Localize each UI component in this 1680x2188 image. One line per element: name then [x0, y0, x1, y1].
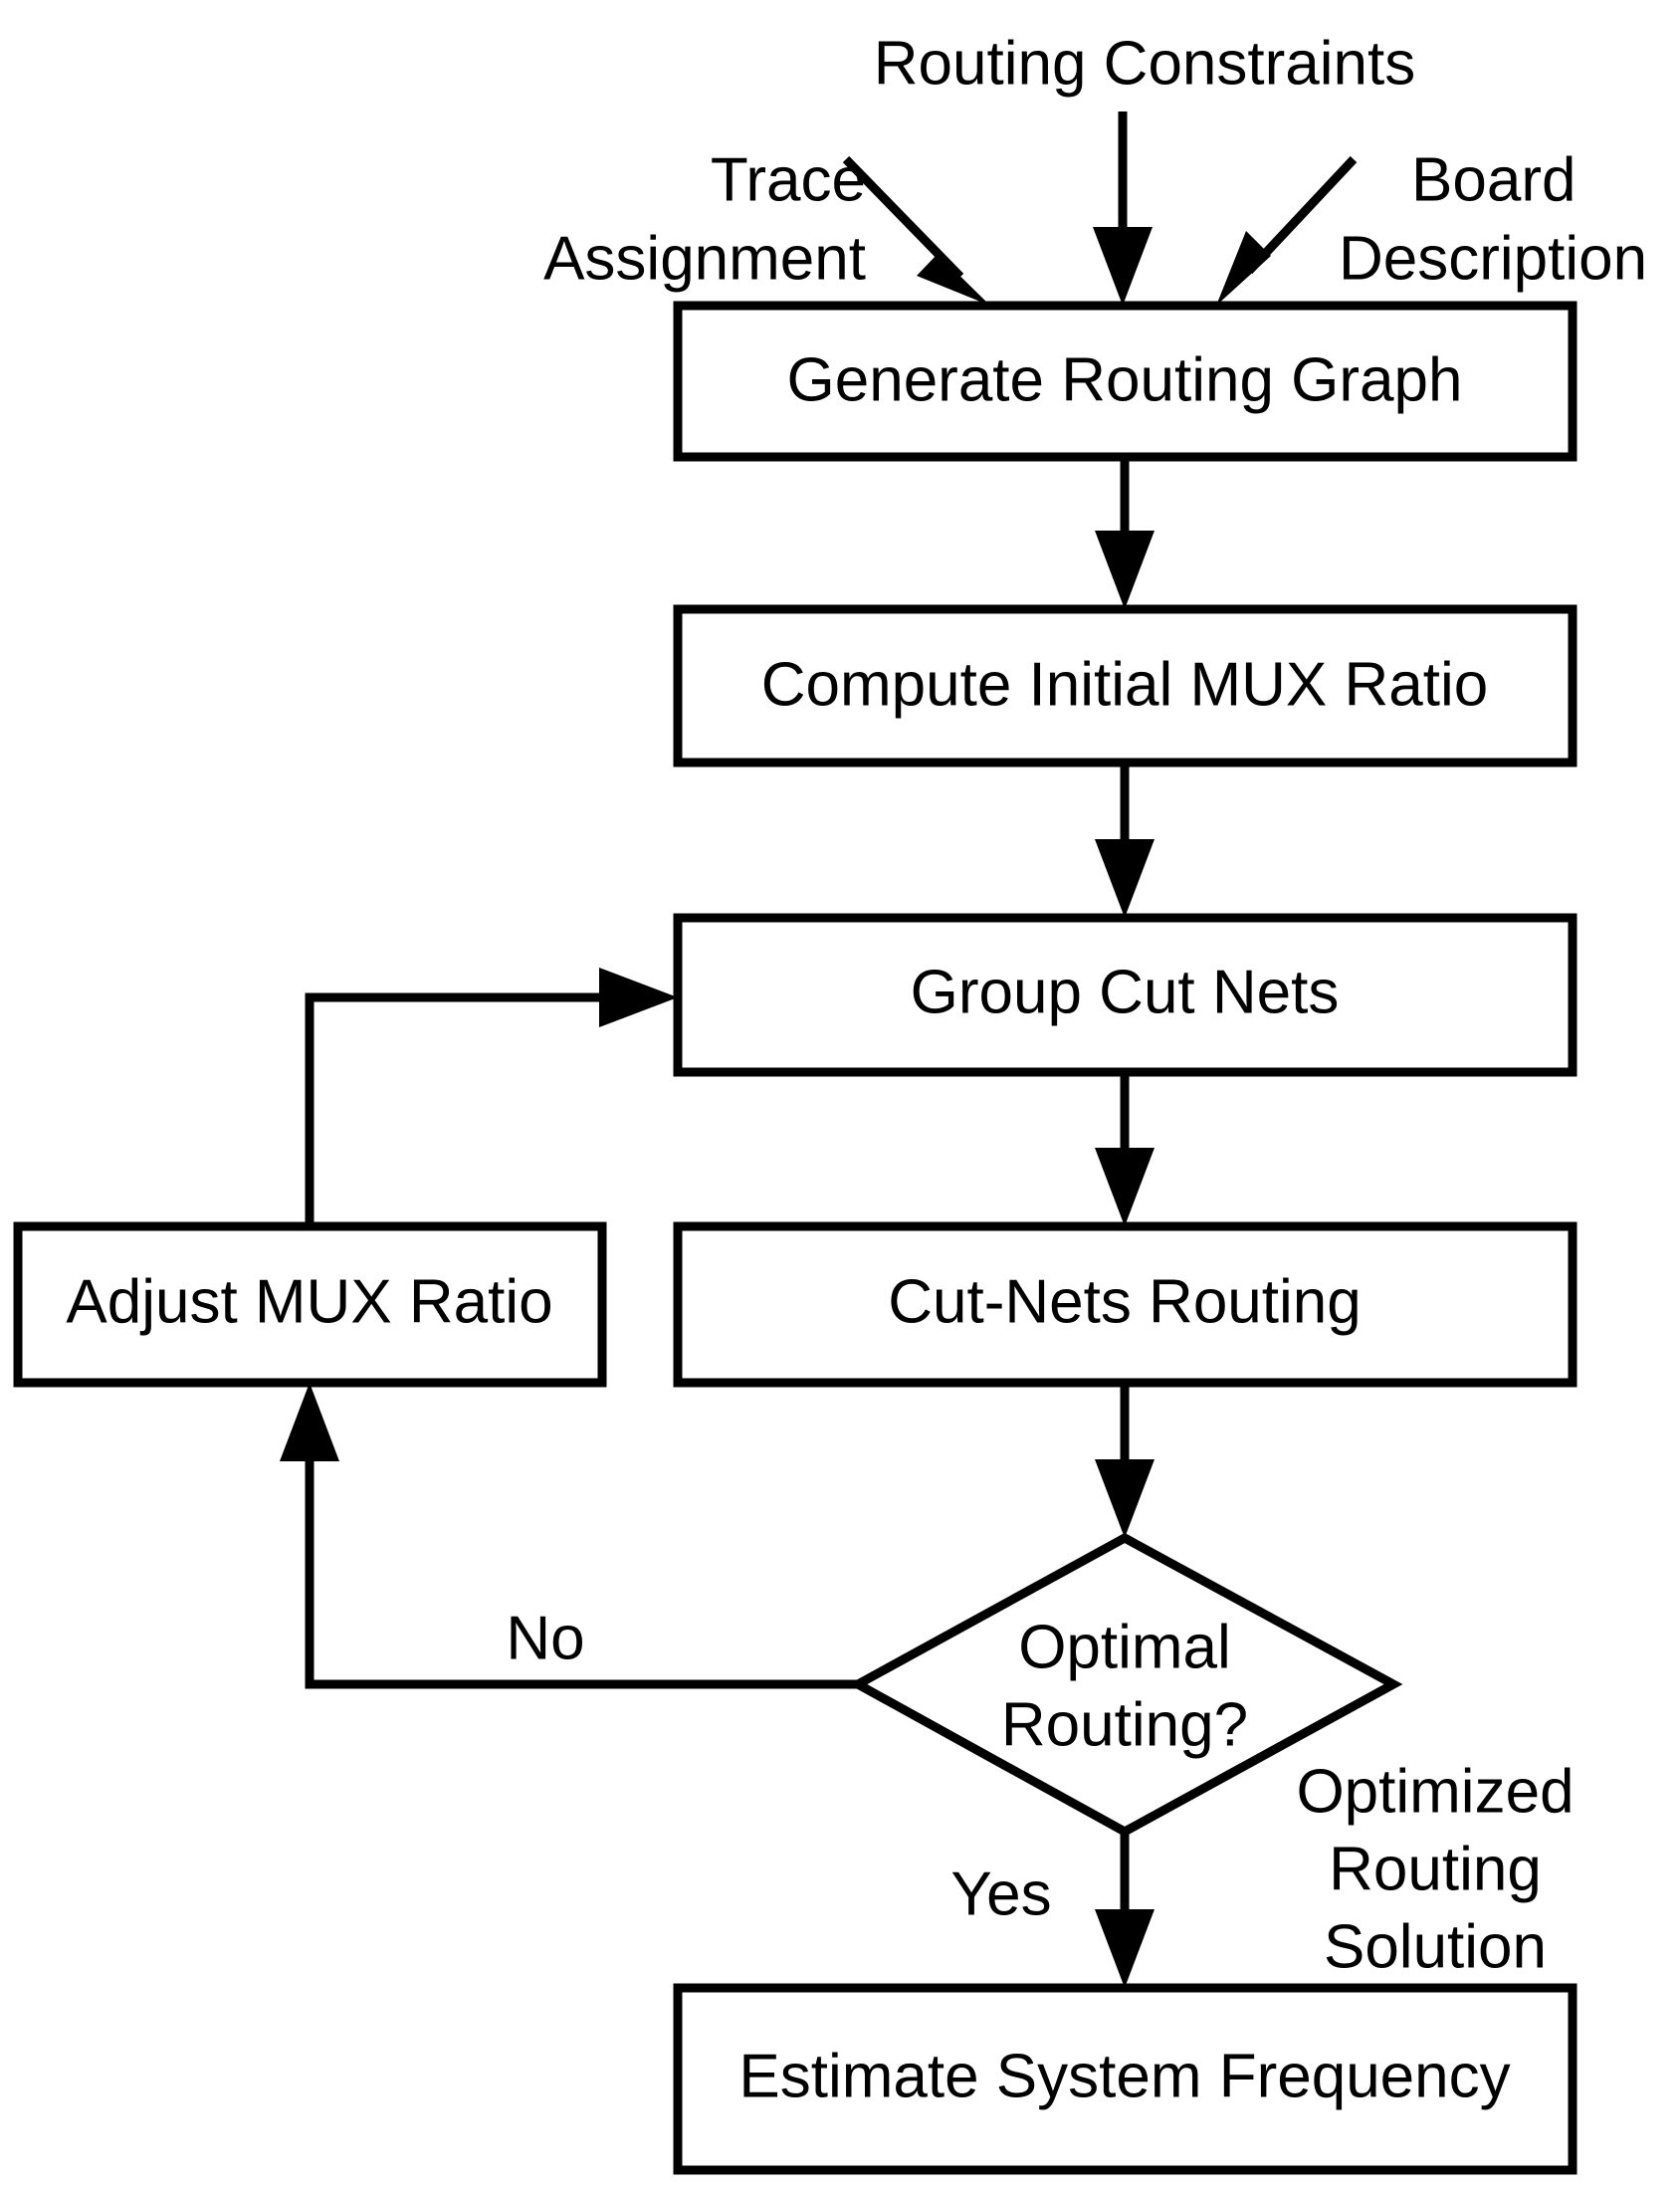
arrow-generate-to-compute	[1095, 457, 1155, 609]
cut-nets-routing-box[interactable]	[673, 1221, 1577, 1388]
arrow-cutnets-to-decision	[1095, 1383, 1155, 1538]
trace-assignment-line2: Assignment	[543, 224, 866, 293]
adjust-mux-ratio-label: Adjust MUX Ratio	[66, 1267, 552, 1336]
arrow-routing-constraints-to-generate	[1093, 111, 1153, 306]
group-cut-nets-label: Group Cut Nets	[911, 958, 1340, 1026]
trace-assignment-line1: Trace	[711, 145, 866, 214]
edge-no-branch	[280, 1383, 858, 1689]
routing-constraints-line1: Routing Constraints	[874, 29, 1416, 98]
branch-label-no: No	[506, 1604, 584, 1672]
optimized-routing-solution-line3: Solution	[1324, 1912, 1547, 1981]
generate-routing-graph-label: Generate Routing Graph	[787, 345, 1463, 414]
arrow-compute-to-group	[1095, 763, 1155, 918]
board-description-line1: Board	[1411, 145, 1575, 214]
node-adjust-mux-ratio[interactable]: Adjust MUX Ratio	[13, 1221, 607, 1388]
arrow-board-description-to-generate	[1216, 155, 1358, 306]
optimal-routing-label-line2: Routing?	[1001, 1690, 1248, 1759]
optimized-routing-solution-line2: Routing	[1329, 1835, 1542, 1903]
optimized-routing-solution-line1: Optimized	[1296, 1757, 1574, 1826]
arrow-trace-assignment-to-generate	[842, 155, 990, 306]
input-routing-constraints: Routing Constraints	[874, 29, 1416, 98]
arrow-adjust-to-group	[305, 968, 678, 1226]
node-estimate-system-frequency[interactable]: Estimate System Frequency	[673, 1983, 1577, 2175]
estimate-system-frequency-label: Estimate System Frequency	[738, 2042, 1510, 2110]
arrow-group-to-cutnets	[1095, 1072, 1155, 1226]
output-optimized-routing-solution: Optimized Routing Solution	[1296, 1757, 1574, 1981]
generate-routing-graph-box[interactable]	[673, 301, 1577, 462]
compute-initial-mux-ratio-label: Compute Initial MUX Ratio	[761, 650, 1489, 719]
node-group-cut-nets[interactable]: Group Cut Nets	[673, 913, 1577, 1077]
optimal-routing-label-line1: Optimal	[1018, 1613, 1231, 1681]
input-board-description: Board Description	[1339, 145, 1647, 293]
board-description-line2: Description	[1339, 224, 1647, 293]
estimate-system-frequency-box[interactable]	[673, 1983, 1577, 2175]
group-cut-nets-box[interactable]	[673, 913, 1577, 1077]
input-trace-assignment: Trace Assignment	[543, 145, 866, 293]
node-cut-nets-routing[interactable]: Cut-Nets Routing	[673, 1221, 1577, 1388]
node-compute-initial-mux-ratio[interactable]: Compute Initial MUX Ratio	[673, 604, 1577, 767]
branch-label-yes: Yes	[950, 1860, 1051, 1928]
node-generate-routing-graph[interactable]: Generate Routing Graph	[673, 301, 1577, 462]
cut-nets-routing-label: Cut-Nets Routing	[888, 1267, 1362, 1336]
edge-yes-branch	[1095, 1832, 1155, 1988]
